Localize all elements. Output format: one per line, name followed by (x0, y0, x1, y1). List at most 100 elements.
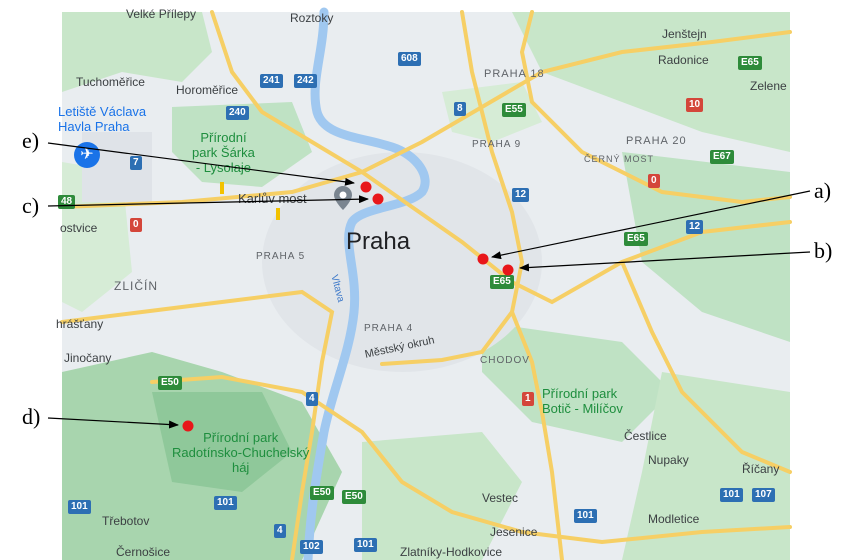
place-label: Jinočany (64, 351, 112, 365)
location-marker-d[interactable] (182, 420, 194, 432)
district-label: PRAHA 18 (484, 68, 545, 80)
place-label: Nupaky (648, 453, 689, 467)
green-area (152, 392, 292, 492)
district-label: PRAHA 20 (626, 135, 687, 147)
arrow-d (47, 417, 179, 429)
location-marker-e[interactable] (360, 181, 372, 193)
road (620, 260, 792, 474)
callout-e: e) (22, 128, 40, 153)
place-label: Zlatníky-Hodkovice (400, 545, 503, 559)
road-shield: E65 (490, 275, 514, 289)
place-label: Říčany (742, 462, 780, 476)
road-shield: E50 (158, 376, 182, 390)
place-label: Vestec (482, 491, 519, 505)
place-label: Jesenice (490, 525, 538, 539)
vltava-river (303, 7, 430, 560)
place-label: Černošice (116, 545, 171, 559)
callout-a: a) (814, 178, 832, 203)
callout-d: d) (22, 404, 41, 429)
green-area (442, 82, 542, 142)
road-shield: 102 (300, 540, 323, 554)
road (510, 310, 564, 560)
arrow-a (491, 190, 811, 260)
road-shield: E50 (342, 490, 366, 504)
green-area (512, 12, 790, 152)
poi-marker (220, 182, 224, 194)
road-shield: 101 (354, 538, 377, 552)
airport-label: Letiště Václava Havla Praha (58, 104, 147, 134)
road (60, 289, 335, 560)
green-area (362, 432, 522, 560)
green-area (62, 12, 212, 92)
district-label: ČERNÝ MOST (584, 154, 655, 164)
road-shield: 242 (294, 74, 317, 88)
road-shield: 101 (574, 509, 597, 523)
road-shield: 0 (648, 174, 660, 188)
place-label: Zelene (750, 79, 787, 93)
road-shield: 608 (398, 52, 421, 66)
park-label: Přírodní park Radotínsko-Chuchelský háj (172, 430, 310, 475)
road-shield: E55 (502, 103, 526, 117)
place-label: hrášťany (56, 317, 104, 331)
park-label: Přírodní park Šárka - Lysolaje (192, 130, 255, 175)
place-label: ostvice (60, 221, 98, 235)
district-label: CHODOV (480, 355, 530, 366)
arrow-b (519, 251, 811, 272)
place-label: Radonice (658, 53, 709, 67)
road-shield: 4 (274, 524, 286, 538)
road-shield: 7 (130, 156, 142, 170)
callout-c: c) (22, 193, 40, 218)
place-label: Roztoky (290, 11, 334, 25)
road-shield: E65 (738, 56, 762, 70)
district-label: PRAHA 5 (256, 251, 306, 262)
arrow-c (47, 195, 369, 207)
road (60, 30, 792, 209)
location-marker-b[interactable] (502, 264, 514, 276)
road-shield: 12 (512, 188, 530, 202)
place-label: Tuchoměřice (76, 75, 145, 89)
road (519, 10, 792, 205)
map-pin-icon[interactable] (334, 186, 352, 210)
road-shield: 240 (226, 106, 249, 120)
place-label: Jenštejn (662, 27, 707, 41)
airplane-icon[interactable]: ✈ (74, 142, 100, 168)
place-label: Čestlice (624, 429, 667, 443)
road-shield: 8 (454, 102, 466, 116)
road-shield: 241 (260, 74, 283, 88)
city-label: Praha (346, 228, 411, 255)
map-base-layer (60, 7, 792, 560)
place-label: Velké Přílepy (126, 7, 197, 21)
road-shield: 10 (686, 98, 704, 112)
road-shield: 107 (752, 488, 775, 502)
poi-marker (276, 208, 280, 220)
district-label: ZLIČÍN (114, 279, 159, 293)
road-shield: 101 (720, 488, 743, 502)
road-shield: 12 (686, 220, 704, 234)
road (360, 170, 792, 305)
road-shield: 101 (214, 496, 237, 510)
green-area (622, 372, 790, 560)
road-shield: E67 (710, 150, 734, 164)
location-marker-a[interactable] (477, 253, 489, 265)
district-label: PRAHA 9 (472, 139, 522, 150)
place-label: Modletice (648, 512, 700, 526)
road-shield: 1 (522, 392, 534, 406)
road-shield: 4 (306, 392, 318, 406)
road (210, 10, 364, 174)
arrow-e (47, 142, 355, 186)
road-shield: 101 (68, 500, 91, 514)
road (150, 374, 792, 545)
location-marker-c[interactable] (372, 193, 384, 205)
road-shield: 0 (130, 218, 142, 232)
place-label: Horoměřice (176, 83, 239, 97)
district-label: PRAHA 4 (364, 323, 414, 334)
place-label: Třebotov (102, 514, 150, 528)
road (380, 10, 525, 366)
road-shield: E50 (310, 486, 334, 500)
map-canvas[interactable]: Velké Přílepy Roztoky Jenštejn Radonice … (56, 7, 792, 560)
callout-b: b) (814, 238, 833, 263)
park-label: Přírodní park Botič - Milíčov (542, 386, 623, 416)
road-shield: E65 (624, 232, 648, 246)
